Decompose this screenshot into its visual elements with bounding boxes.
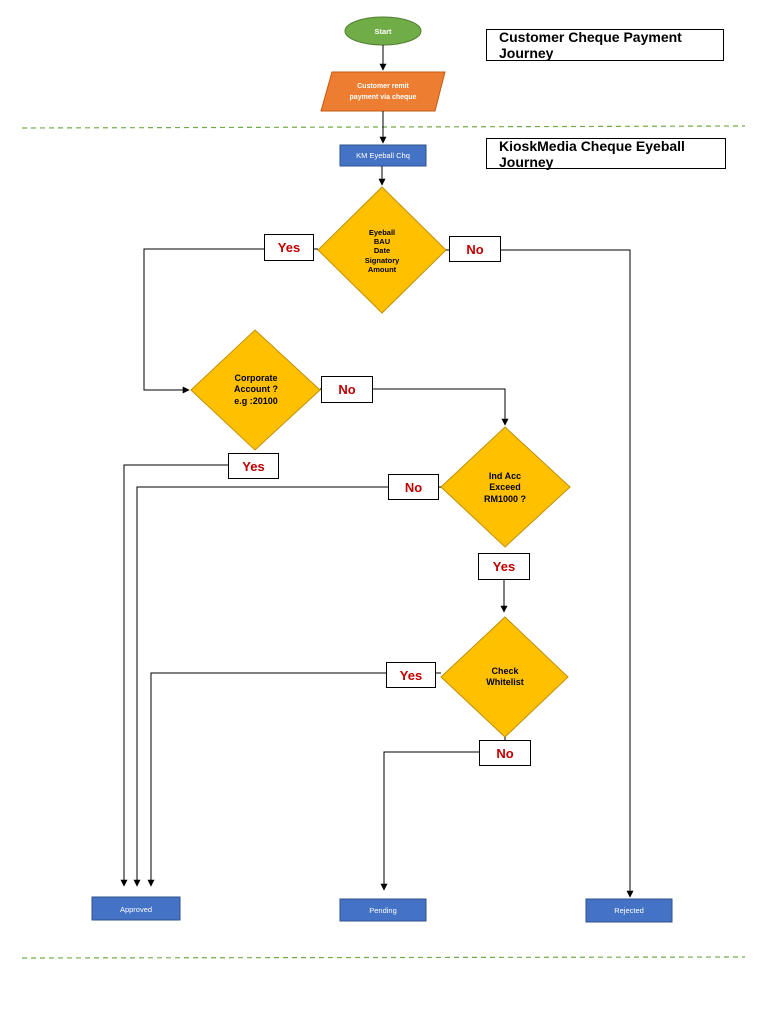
corporate-decision-text: Corporate Account ? e.g :20100 (215, 368, 297, 412)
eyeball-line-2: BAU (373, 236, 391, 246)
corporate-line-1: Corporate (234, 373, 278, 384)
ind-acc-yes-label: Yes (478, 553, 530, 580)
whitelist-line-1: Check (491, 665, 519, 676)
connector-corporate-yes-approved (120, 464, 255, 887)
eyeball-line-3: Date (373, 246, 391, 256)
connector-eyeball-yes-corporate (143, 248, 318, 394)
eyeball-yes-label: Yes (264, 234, 314, 261)
pending-node (339, 898, 427, 922)
divider-bottom (21, 956, 746, 959)
corporate-line-2: Account ? (234, 384, 278, 395)
eyeball-line-1: Eyeball (368, 227, 396, 237)
kiosk-journey-title: KioskMedia Cheque Eyeball Journey (486, 138, 726, 170)
approved-label: Approved (120, 905, 152, 914)
eyeball-line-5: Amount (367, 265, 397, 275)
remit-label-line1: Customer remit (357, 83, 409, 90)
ind-acc-line-3: RM1000 ? (483, 493, 527, 504)
corporate-yes-label: Yes (228, 453, 279, 479)
km-eyeball-label: KM Eyeball Chq (356, 151, 410, 160)
corporate-decision (190, 329, 321, 451)
remit-label-line2: payment via cheque (350, 94, 417, 101)
km-eyeball-node (339, 144, 427, 167)
eyeball-no-label: No (449, 236, 501, 262)
ind-acc-decision (440, 426, 571, 548)
approved-node (91, 896, 181, 921)
whitelist-no-label: No (479, 740, 531, 766)
whitelist-decision-text: Check Whitelist (465, 662, 545, 692)
start-label: Start (374, 27, 392, 36)
rejected-node (585, 898, 673, 923)
corporate-line-3: e.g :20100 (234, 395, 278, 406)
ind-acc-no-label: No (388, 474, 439, 500)
connector-indacc-no-approved (133, 486, 441, 887)
corporate-no-label: No (321, 376, 373, 403)
connector-eyeball-no-rejected (446, 249, 634, 898)
whitelist-yes-label: Yes (386, 662, 436, 688)
eyeball-line-4: Signatory (364, 255, 400, 265)
connector-corporate-no-indacc (320, 388, 509, 426)
connector-whitelist-yes-approved (147, 672, 441, 887)
remit-node (320, 71, 446, 112)
rejected-label: Rejected (614, 906, 644, 915)
customer-journey-title: Customer Cheque Payment Journey (486, 29, 724, 61)
eyeball-decision-text: Eyeball BAU Date Signatory Amount (342, 222, 422, 280)
pending-label: Pending (369, 906, 397, 915)
whitelist-line-2: Whitelist (486, 677, 524, 687)
ind-acc-line-1: Ind Acc (488, 471, 522, 482)
eyeball-decision (317, 186, 447, 314)
ind-acc-decision-text: Ind Acc Exceed RM1000 ? (465, 466, 545, 510)
ind-acc-line-2: Exceed (489, 482, 521, 493)
